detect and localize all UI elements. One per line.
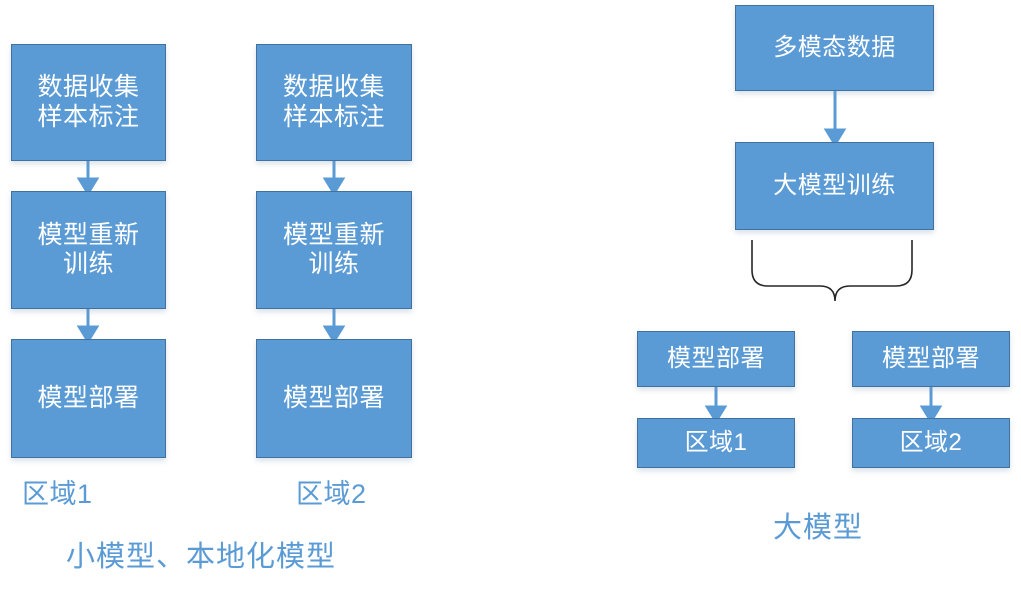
node-col1-model-retrain[interactable]: 模型重新 训练 bbox=[11, 191, 166, 309]
label-col1-region: 区域1 bbox=[22, 479, 93, 509]
curly-brace bbox=[751, 240, 913, 302]
node-col2-data-collection[interactable]: 数据收集 样本标注 bbox=[256, 44, 412, 161]
node-col1-model-deploy[interactable]: 模型部署 bbox=[11, 339, 166, 458]
node-branch2-region[interactable]: 区域2 bbox=[852, 418, 1010, 468]
node-col1-data-collection[interactable]: 数据收集 样本标注 bbox=[11, 44, 166, 161]
caption-right-section: 大模型 bbox=[773, 512, 864, 544]
node-col2-model-deploy[interactable]: 模型部署 bbox=[256, 339, 412, 458]
node-multimodal-data[interactable]: 多模态数据 bbox=[735, 5, 934, 91]
node-large-model-training[interactable]: 大模型训练 bbox=[735, 142, 934, 230]
label-col2-region: 区域2 bbox=[296, 479, 367, 509]
node-branch2-model-deploy[interactable]: 模型部署 bbox=[852, 331, 1010, 387]
caption-left-section: 小模型、本地化模型 bbox=[66, 541, 337, 573]
node-branch1-region[interactable]: 区域1 bbox=[637, 418, 795, 468]
node-branch1-model-deploy[interactable]: 模型部署 bbox=[637, 331, 795, 387]
node-col2-model-retrain[interactable]: 模型重新 训练 bbox=[256, 191, 412, 309]
